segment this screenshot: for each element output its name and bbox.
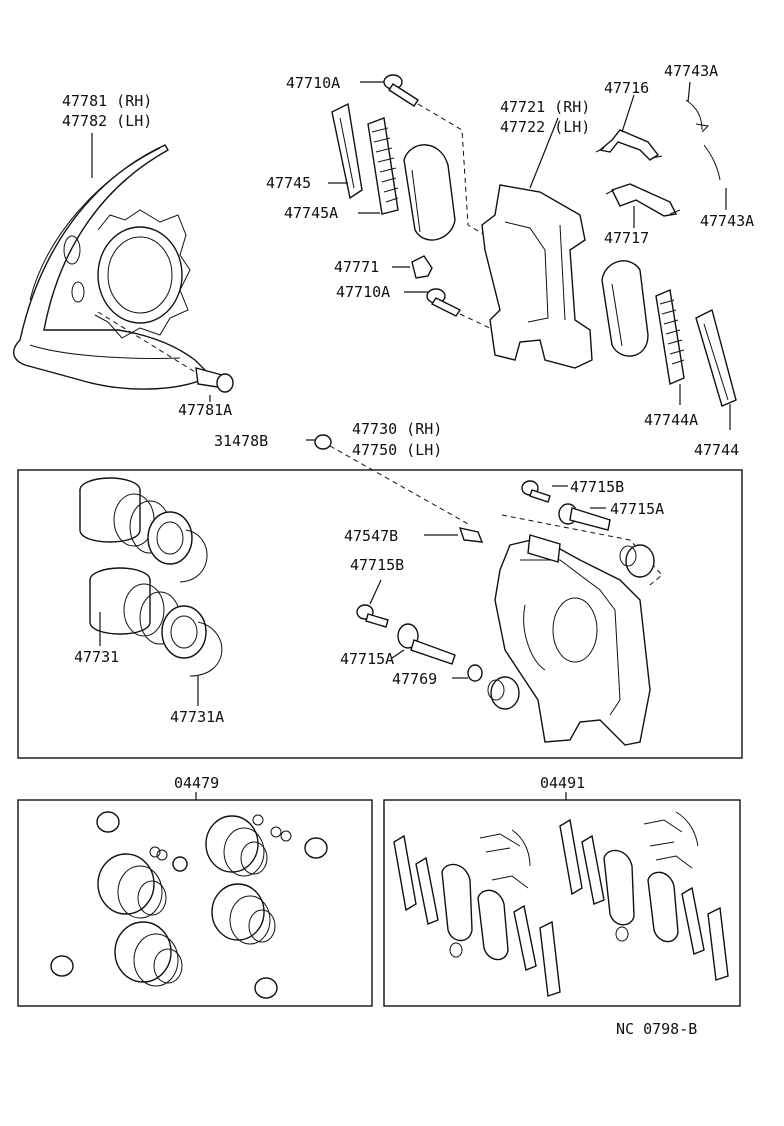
- label-47715a-mid: 47715A: [340, 650, 394, 668]
- label-47743a-top: 47743A: [664, 62, 718, 80]
- label-47744: 47744: [694, 441, 739, 459]
- piston-seals-drawing: [79, 477, 223, 706]
- label-47721-rh: 47721 (RH): [500, 98, 590, 116]
- label-04491: 04491: [540, 774, 585, 792]
- label-47730-rh: 47730 (RH): [352, 420, 442, 438]
- label-47716: 47716: [604, 79, 649, 97]
- dust-cover-drawing: [13, 133, 234, 402]
- torque-plate-drawing: [481, 117, 593, 369]
- seal-kit-drawing: [50, 811, 328, 999]
- label-47750-lh: 47750 (LH): [352, 441, 442, 459]
- label-47731: 47731: [74, 648, 119, 666]
- label-47781-rh: 47781 (RH): [62, 92, 152, 110]
- label-04479: 04479: [174, 774, 219, 792]
- label-47715b-mid: 47715B: [350, 556, 404, 574]
- label-47745a: 47745A: [284, 204, 338, 222]
- label-47710a-mid: 47710A: [336, 283, 390, 301]
- reference-code: NC 0798-B: [616, 1020, 697, 1038]
- label-47769: 47769: [392, 670, 437, 688]
- caliper-assembly-box: [17, 469, 743, 759]
- label-47743a-bottom: 47743A: [700, 212, 754, 230]
- label-47710a-top: 47710A: [286, 74, 340, 92]
- label-47771: 47771: [334, 258, 379, 276]
- upper-pad-set-drawing: [328, 74, 499, 333]
- springs-drawing: [595, 81, 727, 228]
- label-47745: 47745: [266, 174, 311, 192]
- label-47715a-top: 47715A: [610, 500, 664, 518]
- label-47547b: 47547B: [344, 527, 398, 545]
- label-47744a: 47744A: [644, 411, 698, 429]
- label-47722-lh: 47722 (LH): [500, 118, 590, 136]
- label-47717: 47717: [604, 229, 649, 247]
- caliper-body-drawing: [356, 480, 663, 746]
- label-47782-lh: 47782 (LH): [62, 112, 152, 130]
- label-47731a: 47731A: [170, 708, 224, 726]
- lower-pad-set-drawing: [601, 260, 737, 430]
- pad-kit-box: [383, 799, 741, 1007]
- bleeder-cap-drawing: [306, 434, 471, 526]
- pad-kit-drawing: [393, 811, 729, 997]
- label-47781a: 47781A: [178, 401, 232, 419]
- label-47715b-top: 47715B: [570, 478, 624, 496]
- label-31478b: 31478B: [214, 432, 268, 450]
- seal-kit-box: [17, 799, 373, 1007]
